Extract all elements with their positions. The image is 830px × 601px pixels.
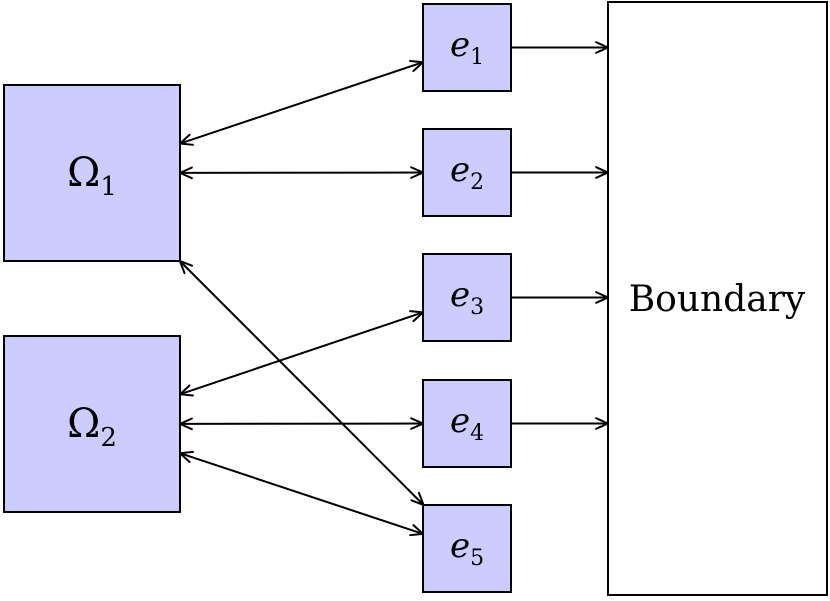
e4-box: [422, 379, 512, 468]
edge-line-omega2-e5: [179, 452, 424, 535]
e5-box: [422, 504, 512, 593]
e2-label: e2: [450, 150, 484, 195]
e5-node: e5: [422, 504, 512, 593]
edge-line-omega2-e3: [179, 311, 424, 396]
e5-label: e5: [450, 526, 484, 571]
e3-node: e3: [422, 253, 512, 342]
boundary-box: [607, 1, 828, 596]
e1-label: e1: [450, 25, 484, 70]
omega1-label: Ω1: [67, 150, 117, 202]
edges-layer: [178, 41, 609, 537]
boundary-label: Boundary: [629, 279, 806, 320]
edge-line-omega1-e5: [179, 260, 425, 506]
edge-omega2-e5: [179, 452, 424, 535]
e3-box: [422, 253, 512, 342]
omega2-label: Ω2: [67, 401, 117, 453]
omega2-node: Ω2: [3, 335, 181, 513]
edge-omega1-e1: [179, 61, 424, 145]
e1-node: e1: [422, 3, 512, 92]
e4-node: e4: [422, 379, 512, 468]
e4-label: e4: [450, 401, 484, 446]
omega1-box: [3, 84, 181, 262]
omega1-node: Ω1: [3, 84, 181, 262]
edge-omega1-e5: [179, 260, 425, 506]
edge-omega2-e3: [179, 311, 424, 396]
e3-label: e3: [450, 275, 484, 320]
e1-box: [422, 3, 512, 92]
omega2-box: [3, 335, 181, 513]
boundary-node: Boundary: [607, 1, 828, 596]
edge-line-omega1-e1: [179, 61, 424, 145]
e2-node: e2: [422, 128, 512, 217]
e2-box: [422, 128, 512, 217]
